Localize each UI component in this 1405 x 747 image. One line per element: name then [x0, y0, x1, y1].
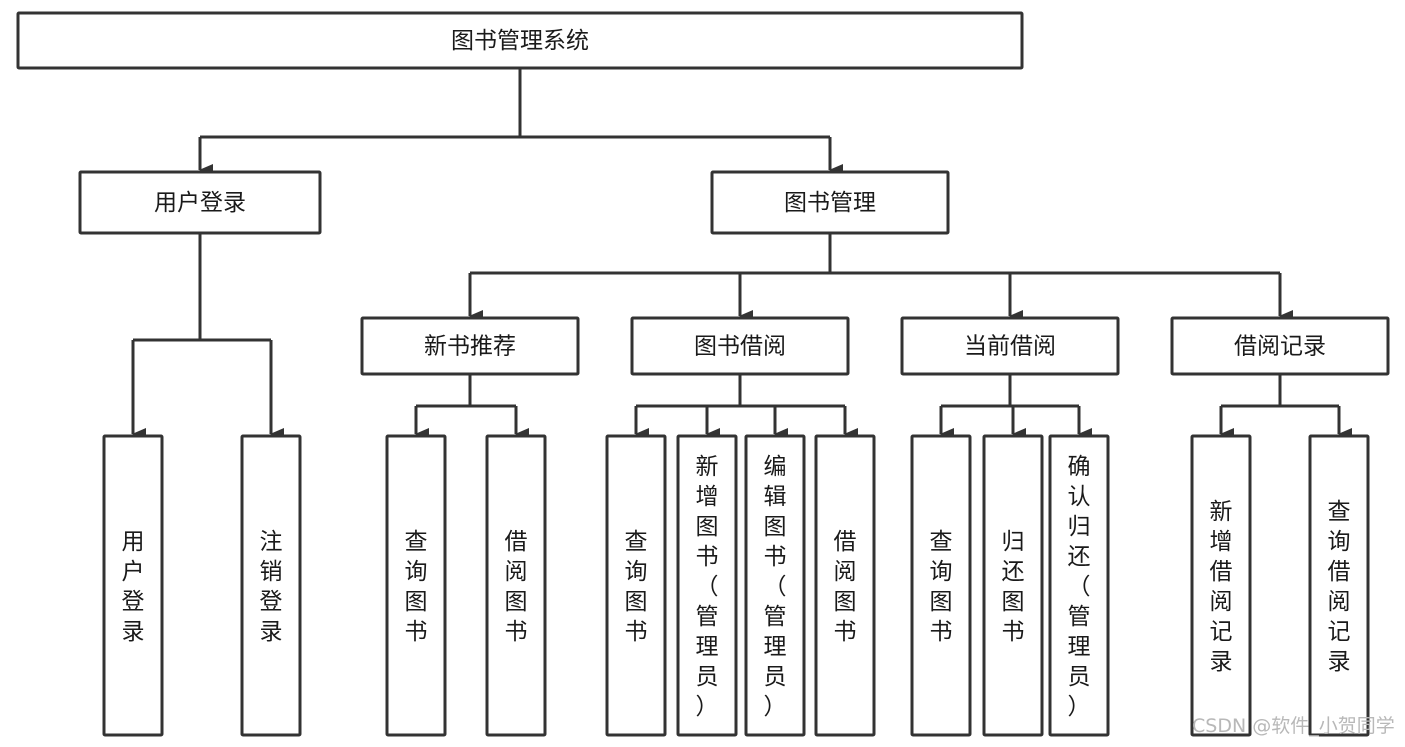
node-leaf-return-book-box[interactable] — [982, 434, 1044, 737]
node-leaf-add-book-admin-box[interactable] — [676, 434, 738, 737]
node-leaf-logout[interactable]: 注销登录 — [240, 434, 302, 737]
node-leaf-borrow-book-rec-label: 借阅图书 — [505, 529, 528, 645]
node-l3-book-borrow-label: 图书借阅 — [694, 334, 786, 360]
node-leaf-query-book-rec[interactable]: 查询图书 — [385, 434, 447, 737]
node-root-root-label: 图书管理系统 — [451, 28, 589, 54]
node-l2-book-manage[interactable]: 图书管理 — [710, 170, 950, 235]
node-leaf-user-login[interactable]: 用户登录 — [102, 434, 164, 737]
node-leaf-confirm-return-admin-box[interactable] — [1048, 434, 1110, 737]
node-leaf-query-book-current-label: 查询图书 — [930, 529, 953, 645]
node-l2-book-manage-label: 图书管理 — [784, 190, 876, 216]
node-leaf-query-book-rec-box[interactable] — [385, 434, 447, 737]
node-l3-current-borrow-label: 当前借阅 — [964, 334, 1056, 360]
csdn-watermark: CSDN @软件_小贺同学 — [1192, 715, 1395, 737]
node-l3-book-borrow[interactable]: 图书借阅 — [630, 316, 850, 376]
connector-l3-new-book-rec-to-leaves — [414, 374, 529, 440]
node-layer: 图书管理系统用户登录图书管理新书推荐图书借阅当前借阅借阅记录用户登录注销登录查询… — [16, 11, 1390, 737]
node-leaf-return-book-label: 归还图书 — [1002, 529, 1025, 645]
node-l2-user-login-box[interactable] — [78, 170, 322, 235]
node-leaf-add-book-admin[interactable]: 新增图书（管理员） — [676, 434, 738, 737]
node-l3-book-borrow-box[interactable] — [630, 316, 850, 376]
node-l3-borrow-record-box[interactable] — [1170, 316, 1390, 376]
node-root-root-box[interactable] — [16, 11, 1024, 70]
connector-root-to-level2 — [198, 68, 843, 176]
node-leaf-borrow-book-rec-box[interactable] — [485, 434, 547, 737]
node-l2-user-login-label: 用户登录 — [154, 190, 246, 216]
node-l2-book-manage-box[interactable] — [710, 170, 950, 235]
node-l3-current-borrow[interactable]: 当前借阅 — [900, 316, 1120, 376]
node-leaf-add-borrow-record-label: 新增借阅记录 — [1210, 499, 1233, 675]
node-l3-new-book-rec-label: 新书推荐 — [424, 334, 516, 360]
node-leaf-edit-book-admin-box[interactable] — [744, 434, 806, 737]
node-leaf-logout-label: 注销登录 — [260, 529, 283, 645]
node-leaf-return-book[interactable]: 归还图书 — [982, 434, 1044, 737]
connector-l3-book-borrow-to-leaves — [634, 374, 858, 440]
node-leaf-query-book-borrow-label: 查询图书 — [625, 529, 648, 645]
node-leaf-add-borrow-record[interactable]: 新增借阅记录 — [1190, 434, 1252, 737]
node-leaf-borrow-book-box[interactable] — [814, 434, 876, 737]
node-leaf-edit-book-admin[interactable]: 编辑图书（管理员） — [744, 434, 806, 737]
node-leaf-borrow-book[interactable]: 借阅图书 — [814, 434, 876, 737]
node-leaf-query-borrow-record-label: 查询借阅记录 — [1328, 499, 1351, 675]
node-l3-new-book-rec-box[interactable] — [360, 316, 580, 376]
node-leaf-query-book-rec-label: 查询图书 — [405, 529, 428, 645]
node-leaf-confirm-return-admin[interactable]: 确认归还（管理员） — [1048, 434, 1110, 737]
node-l3-borrow-record-label: 借阅记录 — [1234, 334, 1326, 360]
node-leaf-add-borrow-record-box[interactable] — [1190, 434, 1252, 737]
connector-bookmanage-to-level3 — [468, 233, 1293, 322]
connector-l3-borrow-record-to-leaves — [1219, 374, 1352, 440]
node-leaf-query-borrow-record-box[interactable] — [1308, 434, 1370, 737]
node-leaf-user-login-label: 用户登录 — [122, 529, 145, 645]
node-leaf-logout-box[interactable] — [240, 434, 302, 737]
node-leaf-query-book-current[interactable]: 查询图书 — [910, 434, 972, 737]
node-leaf-confirm-return-admin-label: 确认归还（管理员） — [1068, 454, 1091, 720]
node-leaf-user-login-box[interactable] — [102, 434, 164, 737]
connector-l2-user-login-to-leaves — [131, 233, 284, 440]
connector-layer — [131, 68, 1352, 440]
node-leaf-query-borrow-record[interactable]: 查询借阅记录 — [1308, 434, 1370, 737]
node-leaf-borrow-book-label: 借阅图书 — [834, 529, 857, 645]
node-root-root[interactable]: 图书管理系统 — [16, 11, 1024, 70]
node-leaf-query-book-current-box[interactable] — [910, 434, 972, 737]
connector-l3-current-borrow-to-leaves — [939, 374, 1092, 440]
node-leaf-query-book-borrow-box[interactable] — [605, 434, 667, 737]
node-l3-current-borrow-box[interactable] — [900, 316, 1120, 376]
node-l3-new-book-rec[interactable]: 新书推荐 — [360, 316, 580, 376]
node-leaf-query-book-borrow[interactable]: 查询图书 — [605, 434, 667, 737]
node-leaf-edit-book-admin-label: 编辑图书（管理员） — [764, 454, 787, 720]
node-leaf-add-book-admin-label: 新增图书（管理员） — [696, 454, 719, 720]
node-l3-borrow-record[interactable]: 借阅记录 — [1170, 316, 1390, 376]
node-l2-user-login[interactable]: 用户登录 — [78, 170, 322, 235]
node-leaf-borrow-book-rec[interactable]: 借阅图书 — [485, 434, 547, 737]
